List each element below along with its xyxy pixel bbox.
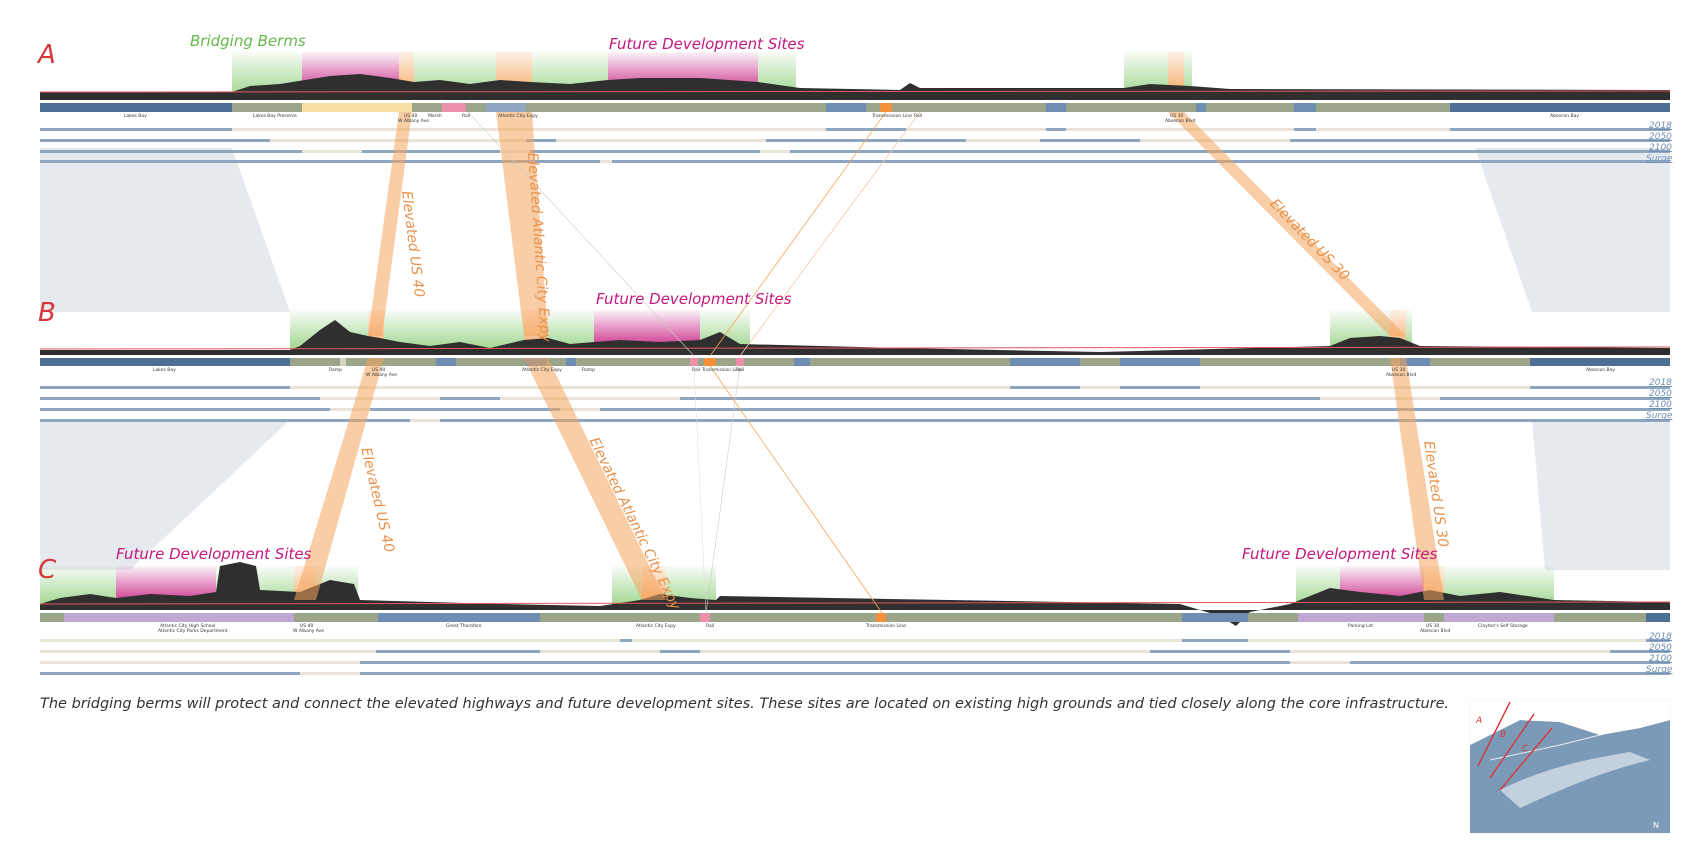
legend-b-2050: 2050 bbox=[1649, 389, 1672, 399]
label-a-marsh: Marsh bbox=[428, 114, 442, 119]
section-b bbox=[39, 310, 1671, 422]
band-us40-bc bbox=[294, 358, 384, 600]
legend-b-2018: 2018 bbox=[1649, 378, 1672, 388]
map-marker-c: C bbox=[1522, 744, 1529, 754]
label-a-transmission: Transmission Line bbox=[872, 114, 912, 119]
label-c-absecon-blvd: Absecon Blvd bbox=[1420, 629, 1451, 634]
section-b-ground bbox=[40, 320, 1670, 355]
label-c-high-school: Atlantic City High School bbox=[160, 624, 216, 629]
section-a-landuse-bar bbox=[40, 103, 1670, 112]
legend-c-surge: Surge bbox=[1646, 665, 1673, 675]
section-letter-c: C bbox=[38, 555, 57, 585]
label-b-ac-expy: Atlantic City Expy bbox=[522, 368, 562, 373]
north-arrow: N bbox=[1653, 821, 1659, 830]
legend-b-2100: 2100 bbox=[1649, 400, 1672, 410]
label-b-us40: US 40 bbox=[372, 368, 386, 373]
label-a-rail-2: Rail bbox=[914, 114, 923, 119]
label-c-parks-dept: Atlantic City Parks Department bbox=[158, 629, 228, 634]
section-a-flood-rows bbox=[40, 128, 1670, 163]
label-b-albany: W Albany Ave bbox=[366, 373, 398, 378]
label-c-us30: US 30 bbox=[1426, 624, 1440, 629]
legend-a-2018: 2018 bbox=[1649, 121, 1672, 131]
section-letter-a: A bbox=[38, 40, 56, 70]
label-a-us30: US 30 bbox=[1170, 114, 1184, 119]
label-b-rail-1: Rail bbox=[692, 368, 701, 373]
thin-connectors bbox=[467, 111, 921, 614]
legend-a-surge: Surge bbox=[1646, 154, 1673, 164]
legend-a-2050: 2050 bbox=[1649, 132, 1672, 142]
section-c-flood-rows bbox=[40, 639, 1670, 675]
label-a-ac-expy: Atlantic City Expy bbox=[498, 114, 538, 119]
band-acexpy-bc bbox=[524, 358, 666, 600]
label-c-self-storage: Clayton's Self Storage bbox=[1478, 624, 1528, 629]
label-a-absecon-bay: Absecon Bay bbox=[1550, 114, 1580, 119]
zone-title-development-c2: Future Development Sites bbox=[1242, 545, 1438, 563]
label-c-ac-expy: Atlantic City Expy bbox=[636, 624, 676, 629]
label-b-ramp-2: Ramp bbox=[582, 368, 596, 373]
inset-map: N bbox=[1469, 699, 1671, 834]
label-c-great-thorofare: Great Thorofare bbox=[446, 624, 482, 629]
legend-a-2100: 2100 bbox=[1649, 143, 1672, 153]
caption: The bridging berms will protect and conn… bbox=[40, 696, 1450, 712]
section-c-ground bbox=[40, 562, 1670, 626]
label-b-absecon-bay: Absecon Bay bbox=[1586, 368, 1616, 373]
zone-title-development-b: Future Development Sites bbox=[596, 290, 792, 308]
highway-bands bbox=[294, 112, 1444, 600]
label-c-albany: W Albany Ave bbox=[293, 629, 325, 634]
map-marker-a: A bbox=[1476, 716, 1483, 726]
label-c-transmission: Transmission Line bbox=[866, 624, 906, 629]
section-c-landuse-bar bbox=[40, 613, 1670, 622]
section-b-flood-rows bbox=[40, 386, 1670, 422]
band-acexpy-ab bbox=[496, 112, 548, 336]
label-c-rail: Rail bbox=[706, 624, 715, 629]
band-us30-ab bbox=[1168, 112, 1406, 336]
section-a-ground bbox=[40, 74, 1670, 100]
zone-title-bridging-berms: Bridging Berms bbox=[190, 32, 306, 50]
legend-c-2050: 2050 bbox=[1649, 643, 1672, 653]
section-b-landuse-bar bbox=[40, 358, 1670, 366]
label-a-absecon-blvd: Absecon Blvd bbox=[1165, 119, 1196, 124]
label-a-lakes-bay: Lakes Bay bbox=[124, 114, 147, 119]
zone-title-development-c1: Future Development Sites bbox=[116, 545, 312, 563]
section-a bbox=[39, 52, 1671, 163]
connector-wedges bbox=[40, 148, 1670, 570]
label-c-us40: US 40 bbox=[300, 624, 314, 629]
section-letter-b: B bbox=[38, 298, 56, 328]
label-b-us30: US 30 bbox=[1392, 368, 1406, 373]
label-b-absecon-blvd: Absecon Blvd bbox=[1386, 373, 1417, 378]
legend-c-2018: 2018 bbox=[1649, 632, 1672, 642]
label-a-albany: W Albany Ave bbox=[398, 119, 430, 124]
band-us40-ab bbox=[368, 112, 412, 336]
legend-c-2100: 2100 bbox=[1649, 654, 1672, 664]
label-b-transmission: Transmission Line bbox=[702, 368, 742, 373]
label-a-rail-1: Rail bbox=[462, 114, 471, 119]
label-b-rail-2: Rail bbox=[736, 368, 745, 373]
label-a-us40: US 40 bbox=[404, 114, 418, 119]
band-us30-bc bbox=[1390, 358, 1444, 600]
label-a-lakes-bay-preserve: Lakes Bay Preserve bbox=[253, 114, 297, 119]
map-marker-b: B bbox=[1500, 730, 1507, 740]
zone-title-development-a: Future Development Sites bbox=[609, 35, 805, 53]
legend-b-surge: Surge bbox=[1646, 411, 1673, 421]
label-b-lakes-bay: Lakes Bay bbox=[153, 368, 176, 373]
label-b-ramp-1: Ramp bbox=[329, 368, 343, 373]
label-c-parking: Parking Lot bbox=[1348, 624, 1374, 629]
